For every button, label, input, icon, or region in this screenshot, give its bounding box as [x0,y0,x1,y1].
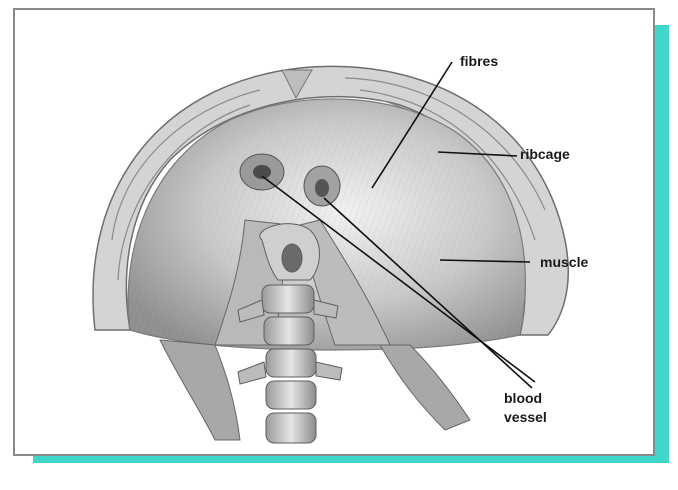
label-ribcage: ribcage [520,145,570,163]
label-vessel: vessel [504,408,547,426]
label-blood: blood [504,389,542,407]
label-fibres: fibres [460,52,498,70]
label-muscle: muscle [540,253,588,271]
